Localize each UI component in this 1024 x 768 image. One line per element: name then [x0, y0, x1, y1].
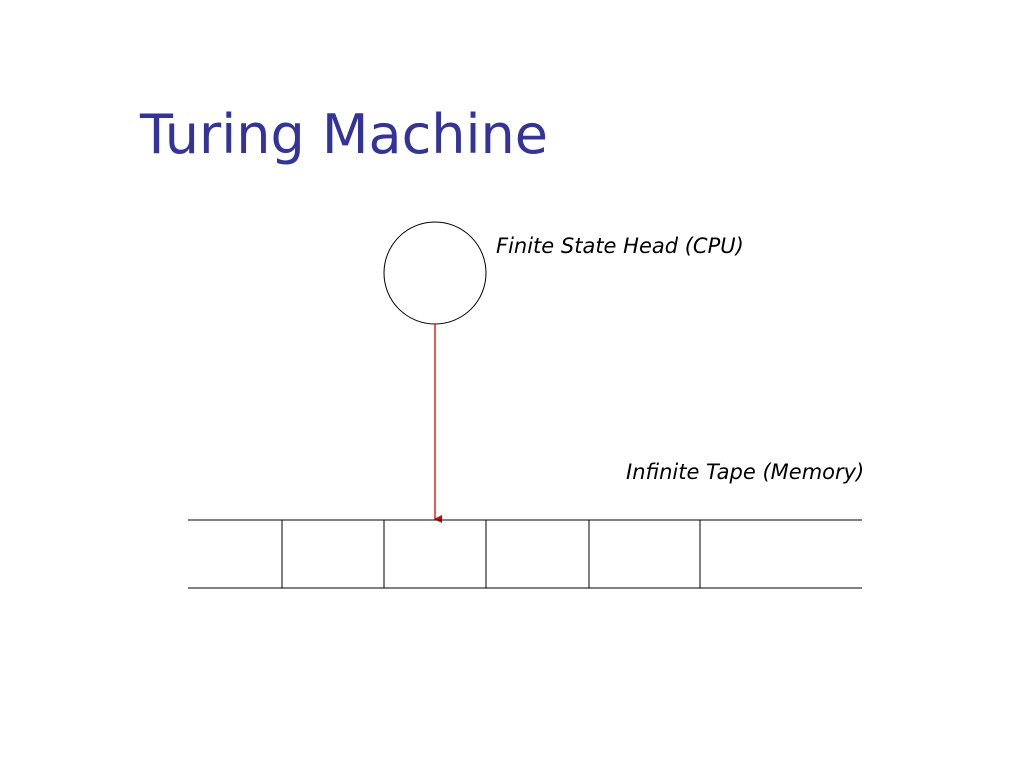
slide-title: Turing Machine [140, 103, 548, 166]
finite-state-head-label: Finite State Head (CPU) [496, 234, 744, 258]
tape [188, 519, 862, 589]
finite-state-head-circle [383, 221, 487, 325]
infinite-tape-label: Infinite Tape (Memory) [626, 460, 865, 484]
